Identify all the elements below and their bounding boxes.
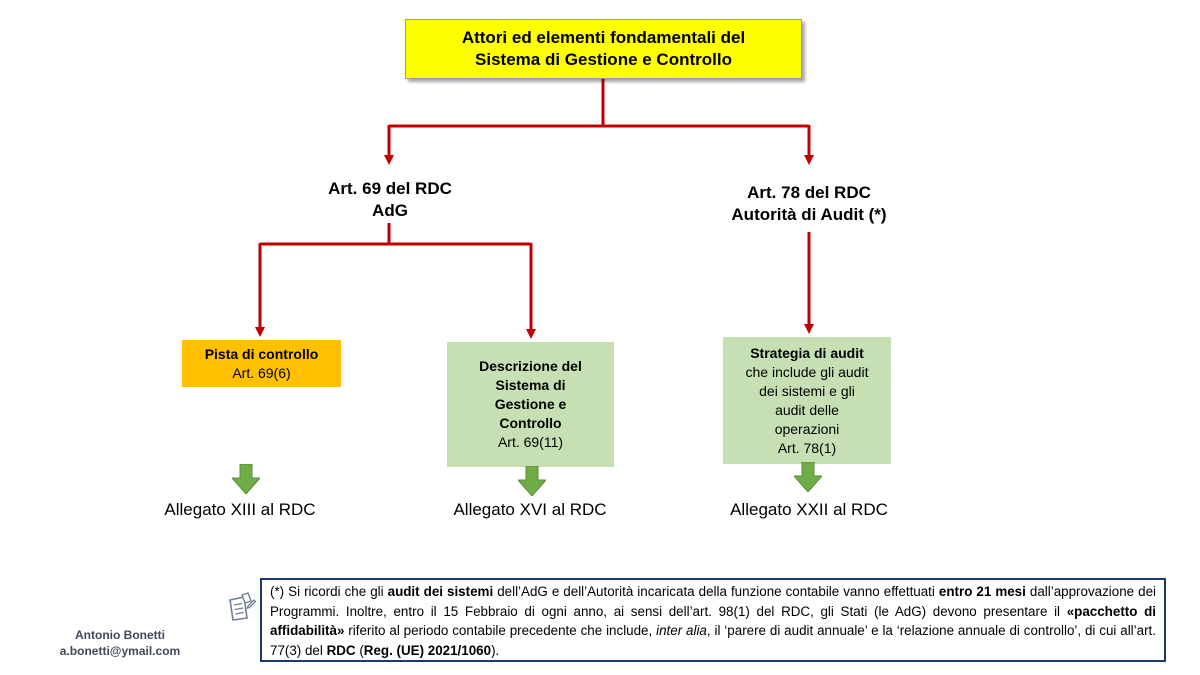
allegato-xiii-label: Allegato XIII al RDC [164, 500, 316, 519]
art78-line-1: Art. 78 del RDC [747, 183, 871, 202]
descrizione-title-line-1: Descrizione del [479, 358, 582, 374]
allegato-xxii-label: Allegato XXII al RDC [730, 500, 888, 519]
author-name: Antonio Bonetti [75, 628, 165, 642]
descrizione-sistema-box: Descrizione del Sistema di Gestione e Co… [447, 342, 614, 467]
notepad-pencil-icon [229, 592, 256, 621]
descrizione-title-line-2: Sistema di [495, 377, 566, 393]
strategia-title: Strategia di audit [750, 344, 864, 361]
author-block: Antonio Bonetti a.bonetti@ymail.com [50, 627, 190, 659]
strategia-body-line-1: che include gli audit [745, 363, 869, 380]
author-email: a.bonetti@ymail.com [59, 644, 181, 658]
descrizione-title-line-3: Gestione e [494, 396, 567, 412]
pista-di-controllo-box: Pista di controllo Art. 69(6) [182, 340, 341, 387]
strategia-body-line-3: audit delle [775, 401, 839, 418]
note-text-6: ( [355, 642, 364, 658]
note-bold-rdc: RDC [326, 642, 356, 658]
note-bold-audit-dei-sistemi: audit dei sistemi [387, 584, 494, 599]
art69-line-2: AdG [372, 201, 408, 220]
art69-label: Art. 69 del RDC AdG [300, 178, 480, 222]
down-arrow-icon [518, 466, 546, 496]
title-line-1: Attori ed elementi fondamentali del [461, 28, 746, 47]
down-arrow-icon [232, 464, 260, 494]
art69-line-1: Art. 69 del RDC [328, 179, 452, 198]
footnote-box: (*) Si ricordi che gli audit dei sistemi… [260, 578, 1166, 662]
note-bold-pacchetto: «pacchetto di affidabilità» [270, 603, 1156, 639]
note-text-7: ). [491, 642, 500, 658]
pista-title: Pista di controllo [204, 345, 319, 362]
art78-line-2: Autorità di Audit (*) [731, 205, 887, 224]
note-text-4: riferito al periodo contabile precedente… [344, 623, 657, 638]
descrizione-ref: Art. 69(11) [497, 434, 564, 450]
note-italic-inter-alia: inter alia [656, 623, 707, 638]
note-text-2: dell’AdG e dell’Autorità incaricata dell… [493, 584, 939, 599]
strategia-ref: Art. 78(1) [777, 439, 837, 456]
strategia-body-line-2: dei sistemi e gli [759, 382, 855, 399]
note-text-3: dall’approvazione dei Programmi. Inoltre… [270, 584, 1157, 619]
note-text-5: , il ‘parere di audit annuale’ e la ‘rel… [270, 623, 1156, 658]
descrizione-title-line-4: Controllo [499, 415, 562, 431]
down-arrow-icon [794, 462, 822, 492]
art78-label: Art. 78 del RDC Autorità di Audit (*) [700, 182, 918, 226]
note-bold-entro-21-mesi: entro 21 mesi [938, 584, 1026, 599]
note-bold-regulation: Reg. (UE) 2021/1060 [363, 642, 492, 658]
note-text-1: (*) Si ricordi che gli [270, 584, 388, 599]
title-box: Attori ed elementi fondamentali del Sist… [405, 19, 802, 79]
title-line-2: Sistema di Gestione e Controllo [475, 50, 732, 69]
pista-ref: Art. 69(6) [232, 364, 291, 381]
strategia-body-line-4: operazioni [774, 420, 840, 437]
strategia-audit-box: Strategia di audit che include gli audit… [723, 337, 891, 464]
allegato-xvi-label: Allegato XVI al RDC [453, 500, 607, 519]
